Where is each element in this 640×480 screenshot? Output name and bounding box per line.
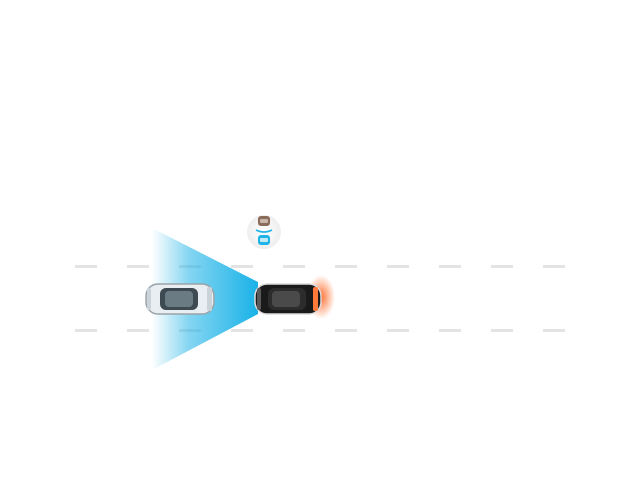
collision-warning-badge-icon bbox=[247, 215, 281, 249]
ego-car-icon bbox=[146, 284, 214, 314]
lead-car-icon bbox=[255, 284, 321, 314]
lane-marking-top bbox=[75, 265, 565, 268]
lane-marking-bottom bbox=[75, 329, 565, 332]
